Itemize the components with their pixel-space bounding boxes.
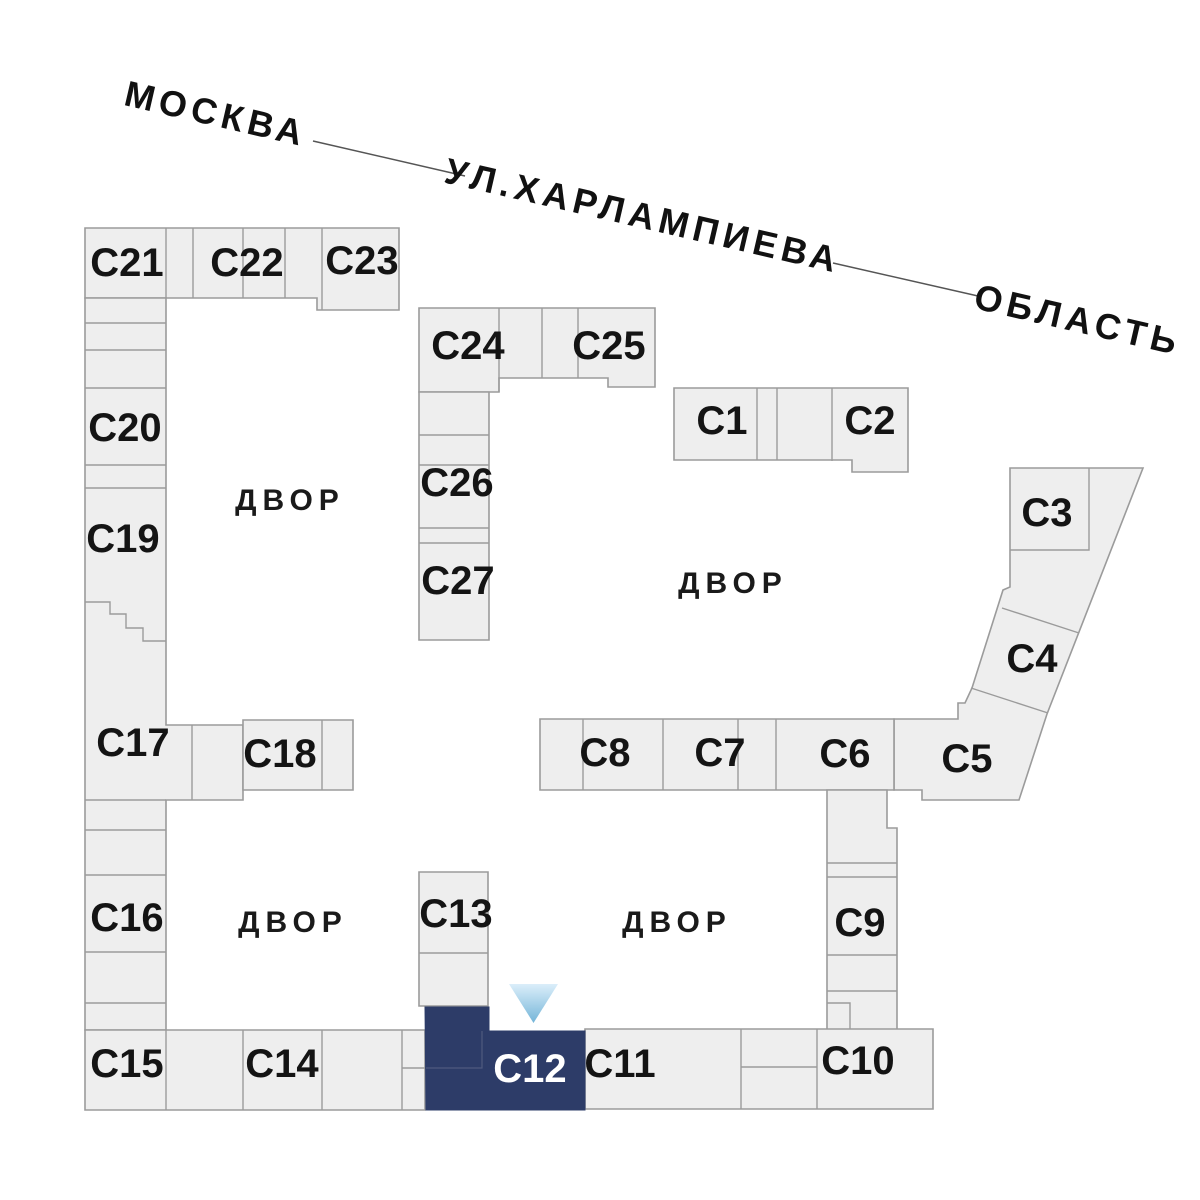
building-c12-selected-shape[interactable] <box>424 1006 586 1111</box>
building-label-c17[interactable]: С17 <box>96 721 169 765</box>
street-divider-line-left <box>312 140 466 177</box>
building-label-c22[interactable]: С22 <box>210 241 283 285</box>
building-c18-shape[interactable] <box>242 719 354 791</box>
building-label-c2[interactable]: С2 <box>844 399 895 443</box>
building-row-c1-c2-dividers <box>756 388 833 461</box>
building-label-c4[interactable]: С4 <box>1006 637 1058 681</box>
building-row-c24-c25-dividers <box>498 308 579 392</box>
building-label-c13[interactable]: С13 <box>419 892 492 936</box>
building-row-c1-c2-shape[interactable] <box>673 387 909 473</box>
street-city-label: МОСКВА <box>121 73 312 155</box>
building-column-c13-shape[interactable] <box>418 871 489 1007</box>
building-label-c24[interactable]: С24 <box>431 324 505 368</box>
building-c12-inner-lines <box>426 1031 483 1069</box>
courtyard-label-bottom-left: ДВОР <box>238 906 348 939</box>
building-label-c10[interactable]: С10 <box>821 1039 894 1083</box>
building-label-c18[interactable]: С18 <box>243 732 316 776</box>
building-label-c16[interactable]: С16 <box>90 896 163 940</box>
building-column-c9-dividers <box>827 862 897 1030</box>
street-divider-line-right <box>832 262 979 297</box>
building-label-c21[interactable]: С21 <box>90 241 163 285</box>
building-row-c8-c7-c6-dividers <box>582 719 777 790</box>
selected-building-arrow-icon <box>509 984 558 1023</box>
building-label-c20[interactable]: С20 <box>88 406 161 450</box>
building-label-c25[interactable]: С25 <box>572 324 645 368</box>
building-label-c26[interactable]: С26 <box>420 461 493 505</box>
building-label-c27[interactable]: С27 <box>421 559 494 603</box>
courtyard-label-top-left: ДВОР <box>235 484 345 517</box>
building-label-c19[interactable]: С19 <box>86 517 159 561</box>
building-column-c26-c27-dividers <box>419 434 489 544</box>
building-label-c11[interactable]: С11 <box>584 1042 655 1086</box>
courtyard-label-right: ДВОР <box>678 567 788 600</box>
building-column-left-dividers <box>85 322 193 1004</box>
building-label-c7[interactable]: С7 <box>694 731 745 775</box>
building-row-c15-c14-dividers <box>165 1030 425 1110</box>
building-label-c6[interactable]: С6 <box>819 732 870 776</box>
building-label-c8[interactable]: С8 <box>579 731 630 775</box>
building-label-c14[interactable]: С14 <box>245 1042 319 1086</box>
building-row-c15-c14-shape[interactable] <box>84 1029 426 1111</box>
building-strip-c3-c4-c5-dividers <box>970 468 1090 714</box>
building-label-c3[interactable]: С3 <box>1021 491 1072 535</box>
courtyard-label-bottom-middle: ДВОР <box>622 906 732 939</box>
building-strip-c3-c4-c5-shape[interactable] <box>893 467 1145 801</box>
building-label-c15[interactable]: С15 <box>90 1042 163 1086</box>
building-label-c9[interactable]: С9 <box>834 901 885 945</box>
street-region-label: ОБЛАСТЬ <box>971 276 1186 363</box>
building-label-c12-selected[interactable]: С12 <box>493 1047 566 1091</box>
building-column-c26-c27-shape[interactable] <box>418 391 490 641</box>
building-label-c1[interactable]: С1 <box>696 399 747 443</box>
building-row-c11-c10-dividers <box>740 1029 818 1109</box>
building-label-c5[interactable]: С5 <box>941 737 992 781</box>
building-row-c21-c23-dividers <box>165 228 323 310</box>
street-name-label: УЛ.ХАРЛАМПИЕВА <box>441 150 845 281</box>
building-label-c23[interactable]: С23 <box>325 239 398 283</box>
